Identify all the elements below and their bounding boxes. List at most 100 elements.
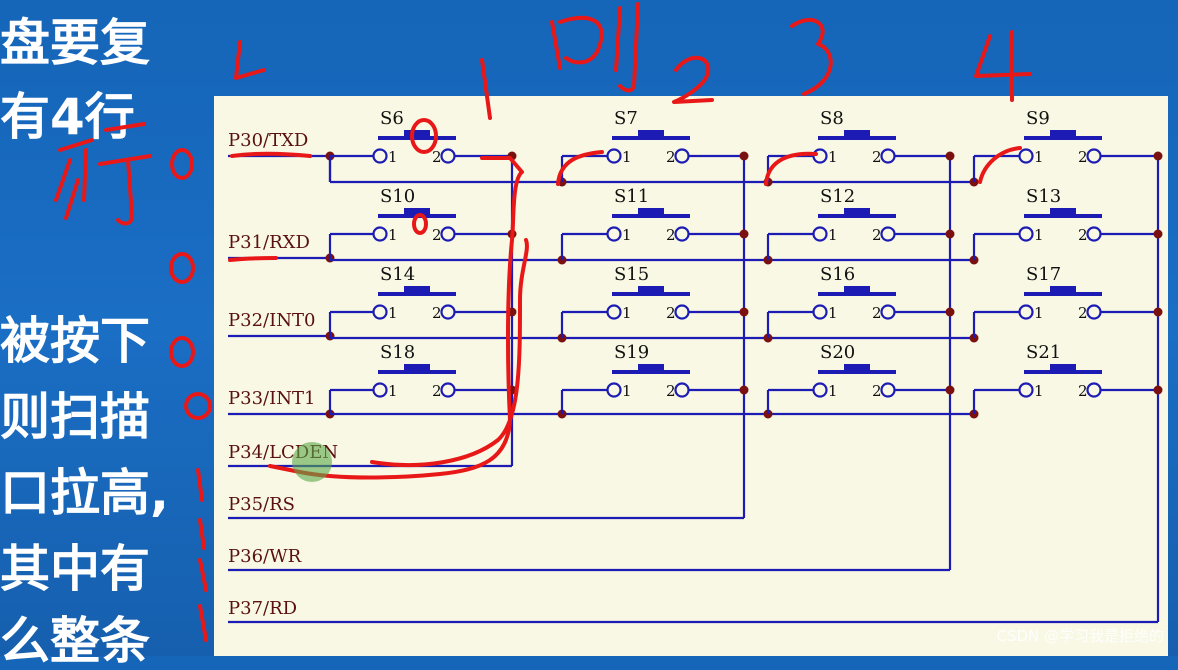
key-button-1-3 — [1050, 208, 1076, 216]
key-label-s13: S13 — [1026, 186, 1061, 207]
col-junction-3-3 — [1153, 385, 1163, 395]
col-label-p34-lcden: P34/LCDEN — [228, 442, 338, 463]
key-pin1-2-2 — [812, 304, 828, 320]
key-pin2-1-0 — [440, 226, 456, 242]
key-label-s8: S8 — [820, 108, 844, 129]
col-junction-2-1 — [739, 307, 749, 317]
key-pin1-label: 1 — [388, 382, 398, 400]
key-button-1-2 — [844, 208, 870, 216]
key-label-s21: S21 — [1026, 342, 1061, 363]
col-junction-3-0 — [507, 385, 517, 395]
key-pin2-label: 2 — [666, 148, 676, 166]
side-text-line-8: 其中有 — [0, 540, 150, 598]
col-junction-0-1 — [739, 151, 749, 161]
key-button-0-0 — [404, 130, 430, 138]
key-pin1-label: 1 — [622, 226, 632, 244]
key-button-0-2 — [844, 130, 870, 138]
key-pin2-label: 2 — [432, 382, 442, 400]
key-pin2-2-2 — [880, 304, 896, 320]
key-pin2-3-3 — [1086, 382, 1102, 398]
key-pin2-0-3 — [1086, 148, 1102, 164]
key-pin1-3-0 — [372, 382, 388, 398]
key-button-3-3 — [1050, 364, 1076, 372]
key-pin2-1-2 — [880, 226, 896, 242]
col-junction-1-2 — [945, 229, 955, 239]
side-text-line-1: 盘要复 — [0, 14, 150, 72]
annot-col-3 — [790, 18, 833, 96]
key-pin1-1-1 — [606, 226, 622, 242]
col-junction-1-3 — [1153, 229, 1163, 239]
key-pin2-label: 2 — [432, 148, 442, 166]
key-label-s16: S16 — [820, 264, 855, 285]
side-text-line-6: 则扫描 — [0, 388, 150, 446]
key-label-s14: S14 — [380, 264, 415, 285]
col-junction-0-3 — [1153, 151, 1163, 161]
row-label-p32-int0: P32/INT0 — [228, 310, 315, 331]
col-junction-3-2 — [945, 385, 955, 395]
key-pin2-1-3 — [1086, 226, 1102, 242]
key-pin2-label: 2 — [1078, 304, 1088, 322]
side-text-line-5: 被按下 — [0, 312, 150, 370]
key-label-s19: S19 — [614, 342, 649, 363]
key-button-3-1 — [638, 364, 664, 372]
key-pin2-label: 2 — [1078, 148, 1088, 166]
key-label-s20: S20 — [820, 342, 855, 363]
row-label-p30-txd: P30/TXD — [228, 130, 308, 151]
annot-zero-2 — [169, 252, 195, 284]
annot-lie-stroke — [550, 2, 640, 93]
key-pin2-0-0 — [440, 148, 456, 164]
key-pin2-label: 2 — [1078, 382, 1088, 400]
key-pin1-label: 1 — [622, 148, 632, 166]
key-pin2-label: 2 — [872, 304, 882, 322]
key-pin2-label: 2 — [432, 226, 442, 244]
key-pin2-label: 2 — [1078, 226, 1088, 244]
key-pin1-label: 1 — [622, 304, 632, 322]
key-pin1-2-1 — [606, 304, 622, 320]
key-pin1-label: 1 — [828, 382, 838, 400]
key-button-2-0 — [404, 286, 430, 294]
key-pin1-2-0 — [372, 304, 388, 320]
key-pin1-label: 1 — [1034, 226, 1044, 244]
key-button-1-1 — [638, 208, 664, 216]
key-pin1-3-2 — [812, 382, 828, 398]
key-pin2-3-1 — [674, 382, 690, 398]
key-pin1-label: 1 — [1034, 148, 1044, 166]
key-pin2-label: 2 — [666, 304, 676, 322]
annot-tick — [234, 40, 266, 80]
key-pin2-label: 2 — [872, 226, 882, 244]
key-pin1-label: 1 — [388, 304, 398, 322]
col-junction-3-1 — [739, 385, 749, 395]
row-label-p31-rxd: P31/RXD — [228, 232, 310, 253]
key-pin2-2-3 — [1086, 304, 1102, 320]
key-pin1-label: 1 — [1034, 304, 1044, 322]
key-pin2-1-1 — [674, 226, 690, 242]
annot-zero-4 — [184, 392, 212, 420]
key-pin1-0-2 — [812, 148, 828, 164]
key-button-3-2 — [844, 364, 870, 372]
key-button-0-3 — [1050, 130, 1076, 138]
key-label-s9: S9 — [1026, 108, 1050, 129]
key-pin1-0-0 — [372, 148, 388, 164]
key-button-2-1 — [638, 286, 664, 294]
key-pin1-1-0 — [372, 226, 388, 242]
key-pin1-3-3 — [1018, 382, 1034, 398]
col-label-p35-rs: P35/RS — [228, 494, 295, 515]
key-button-1-0 — [404, 208, 430, 216]
side-text-line-9: 么整条 — [0, 612, 150, 670]
key-pin1-2-3 — [1018, 304, 1034, 320]
key-label-s12: S12 — [820, 186, 855, 207]
col-label-p36-wr: P36/WR — [228, 546, 302, 567]
col-junction-0-2 — [945, 151, 955, 161]
key-button-3-0 — [404, 364, 430, 372]
col-label-p37-rd: P37/RD — [228, 598, 297, 619]
key-button-2-2 — [844, 286, 870, 294]
annot-ones — [196, 468, 208, 642]
key-pin2-0-2 — [880, 148, 896, 164]
key-label-s18: S18 — [380, 342, 415, 363]
key-pin2-label: 2 — [432, 304, 442, 322]
key-label-s17: S17 — [1026, 264, 1061, 285]
key-pin2-label: 2 — [666, 226, 676, 244]
col-junction-2-2 — [945, 307, 955, 317]
key-label-s10: S10 — [380, 186, 415, 207]
